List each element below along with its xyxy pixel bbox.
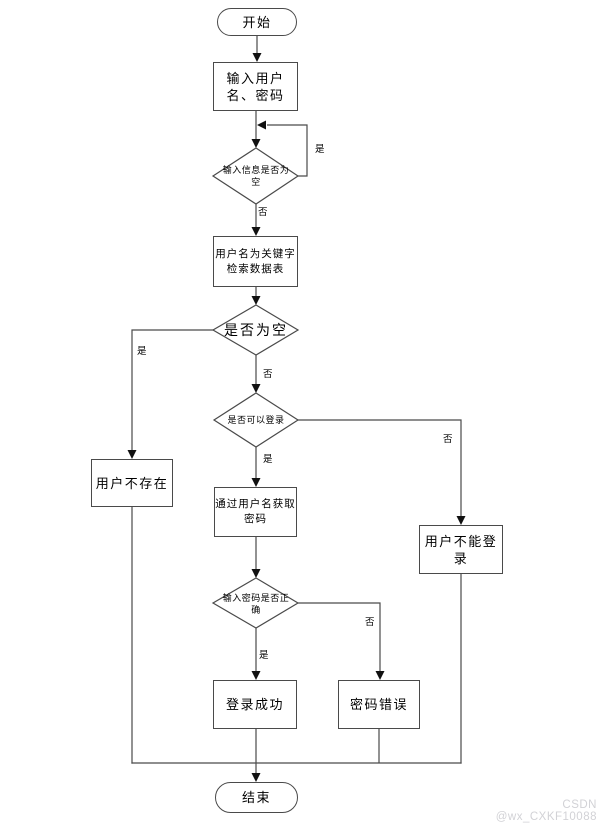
decision-can-login-label: 是否可以登录 (227, 415, 285, 425)
node-end: 结束 (215, 782, 298, 813)
decision-result-empty-label: 是否为空 (224, 322, 288, 338)
node-user-not-exist: 用户不存在 (91, 459, 173, 507)
edge-label-can-login-yes: 是 (263, 454, 273, 465)
decision-password-correct-shape (211, 577, 300, 629)
csdn-watermark: CSDN @wx_CXKF10088 (495, 799, 597, 823)
edge-label-result-empty-yes: 是 (137, 346, 147, 357)
node-login-success: 登录成功 (213, 680, 297, 729)
node-input-credentials: 输入用户 名、密码 (213, 62, 298, 111)
edge-label-can-login-no: 否 (443, 434, 453, 445)
decision-input-empty-shape (211, 147, 300, 205)
edge-label-input-empty-no: 否 (258, 207, 268, 218)
node-search-table: 用户名为关键字 检索数据表 (213, 236, 298, 287)
node-cannot-login: 用户不能登 录 (419, 525, 503, 574)
decision-result-empty-shape (211, 304, 300, 356)
decision-input-empty-label: 输入信息是否为 空 (222, 165, 290, 187)
edge-label-password-yes: 是 (259, 650, 269, 661)
edge-label-input-empty-yes: 是 (315, 144, 325, 155)
node-get-password: 通过用户名获取 密码 (214, 487, 297, 537)
edge-label-result-empty-no: 否 (263, 369, 273, 380)
edge-label-password-no: 否 (365, 617, 375, 628)
decision-password-correct-label: 输入密码是否正 确 (222, 593, 290, 615)
node-password-error: 密码错误 (338, 680, 420, 729)
node-start: 开始 (217, 8, 297, 36)
decision-can-login-shape (212, 392, 300, 448)
